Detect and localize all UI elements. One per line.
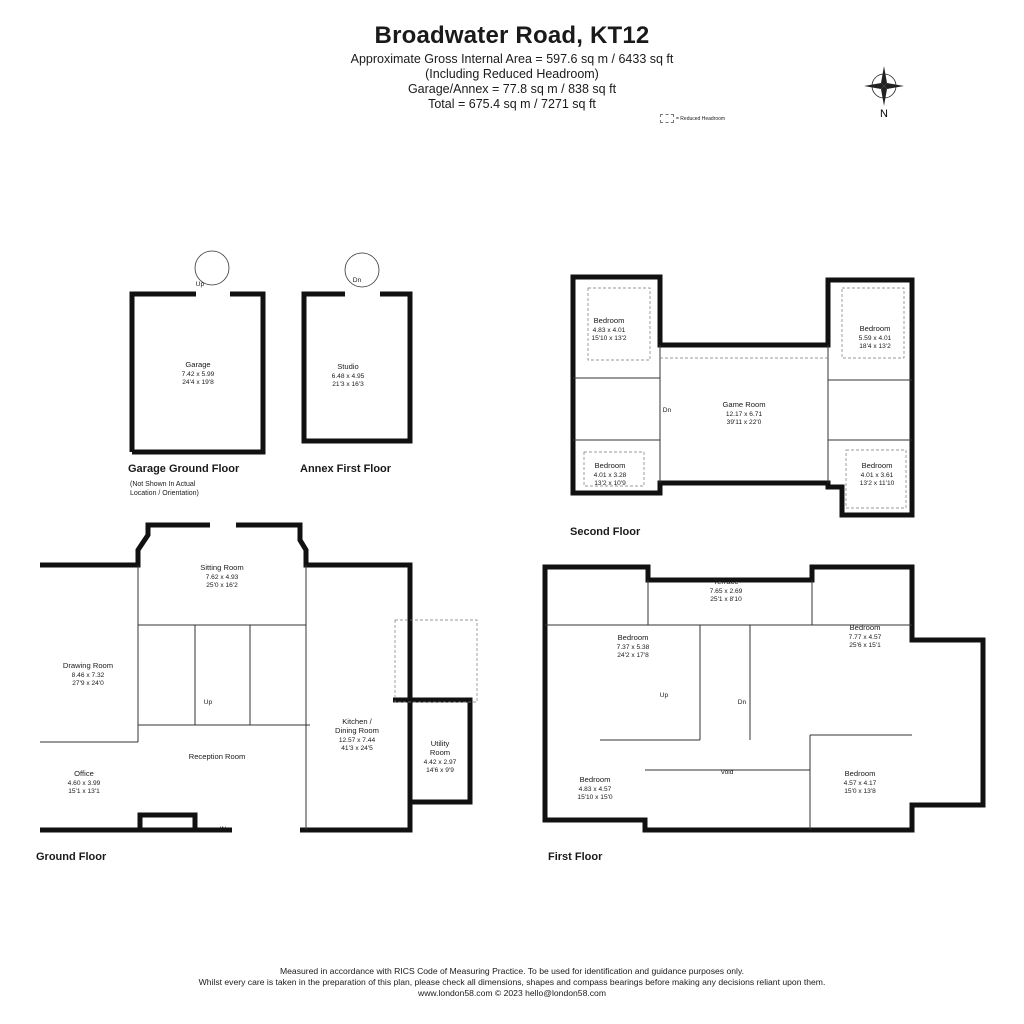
spiral-stairs-icon bbox=[194, 250, 380, 288]
room-dim-metric: 4.83 x 4.57 bbox=[579, 786, 612, 793]
room-dim-imperial: 15'0 x 13'8 bbox=[844, 788, 876, 795]
room-dim-metric: 4.42 x 2.97 bbox=[424, 759, 457, 766]
room-name: Utility bbox=[431, 739, 450, 748]
room-dim-metric: 6.48 x 4.95 bbox=[332, 373, 365, 380]
floor-label-annex: Annex First Floor bbox=[300, 463, 392, 475]
first-floor-walls bbox=[542, 564, 986, 833]
room-dim-metric: 7.62 x 4.93 bbox=[206, 574, 239, 581]
room-name: Game Room bbox=[722, 400, 765, 409]
north-label: N bbox=[880, 108, 888, 120]
void-label: Void bbox=[721, 769, 734, 776]
room-dim-metric: 7.65 x 2.69 bbox=[710, 588, 743, 595]
room-dim-imperial: 27'9 x 24'0 bbox=[72, 680, 104, 687]
room-dim-metric: 12.57 x 7.44 bbox=[339, 737, 376, 744]
room-dim-imperial: 25'1 x 8'10 bbox=[710, 596, 742, 603]
room-name: Bedroom bbox=[594, 316, 625, 325]
room-name: Bedroom bbox=[850, 623, 881, 632]
plan-title: Broadwater Road, KT12 bbox=[374, 22, 650, 49]
room-dim-imperial: 15'10 x 15'0 bbox=[577, 794, 612, 801]
room-name: Studio bbox=[337, 362, 359, 371]
room-name: Kitchen / bbox=[342, 717, 372, 726]
floor-label-ground: Ground Floor bbox=[36, 851, 107, 863]
room-dim-imperial: 14'6 x 9'9 bbox=[426, 767, 454, 774]
garage-annex-area: Garage/Annex = 77.8 sq m / 838 sq ft bbox=[407, 82, 617, 96]
garage-note-2: Location / Orientation) bbox=[130, 490, 199, 497]
ground-floor-walls bbox=[40, 522, 413, 833]
total-area: Total = 675.4 sq m / 7271 sq ft bbox=[428, 97, 596, 111]
room-name: Bedroom bbox=[860, 324, 891, 333]
room-dim-metric: 4.01 x 3.61 bbox=[861, 472, 894, 479]
stair-dn-label: Dn bbox=[353, 277, 362, 284]
room-name: Drawing Room bbox=[63, 661, 113, 670]
garage-note-1: (Not Shown In Actual bbox=[130, 481, 196, 488]
second-floor-walls bbox=[570, 274, 915, 518]
room-name: Bedroom bbox=[618, 633, 649, 642]
room-name: Bedroom bbox=[595, 461, 626, 470]
room-dim-metric: 4.83 x 4.01 bbox=[593, 327, 626, 334]
reduced-headroom-note: (Including Reduced Headroom) bbox=[425, 67, 599, 81]
entrance-label: IN bbox=[220, 826, 227, 833]
room-dim-metric: 12.17 x 6.71 bbox=[726, 411, 763, 418]
room-name: Bedroom bbox=[845, 769, 876, 778]
room-dim-metric: 5.59 x 4.01 bbox=[859, 335, 892, 342]
gross-area-line: Approximate Gross Internal Area = 597.6 … bbox=[350, 52, 674, 66]
room-dim-imperial: 41'3 x 24'5 bbox=[341, 745, 373, 752]
room-name: Dining Room bbox=[335, 726, 379, 735]
footer-disclaimer-1: Measured in accordance with RICS Code of… bbox=[279, 966, 744, 976]
room-dim-metric: 4.57 x 4.17 bbox=[844, 780, 877, 787]
room-dim-imperial: 25'6 x 15'1 bbox=[849, 642, 881, 649]
footer-contact: www.london58.com © 2023 hello@london58.c… bbox=[417, 988, 606, 998]
compass-icon: N bbox=[864, 66, 904, 120]
room-dim-imperial: 13'2 x 11'10 bbox=[860, 480, 895, 487]
room-dim-metric: 7.77 x 4.57 bbox=[849, 634, 882, 641]
room-name: Office bbox=[74, 769, 94, 778]
stair-up-label: Up bbox=[660, 692, 669, 699]
room-name: Room bbox=[430, 748, 450, 757]
room-dim-imperial: 24'2 x 17'8 bbox=[617, 652, 649, 659]
room-name: Garage bbox=[185, 360, 210, 369]
room-dim-imperial: 13'2 x 10'9 bbox=[594, 480, 626, 487]
room-name: Reception Room bbox=[189, 752, 246, 761]
room-dim-metric: 4.60 x 3.99 bbox=[68, 780, 101, 787]
annex-walls bbox=[301, 291, 413, 444]
room-name: Terrace bbox=[713, 577, 738, 586]
room-dim-imperial: 25'0 x 16'2 bbox=[206, 582, 238, 589]
room-dim-metric: 4.01 x 3.28 bbox=[594, 472, 627, 479]
legend-label: = Reduced Headroom bbox=[676, 115, 726, 122]
utility-walls bbox=[393, 697, 473, 805]
room-dim-metric: 7.42 x 5.99 bbox=[182, 371, 215, 378]
room-name: Sitting Room bbox=[200, 563, 243, 572]
stair-up-label: Up bbox=[196, 281, 205, 288]
garage-walls bbox=[132, 291, 266, 455]
stair-dn-label: Dn bbox=[738, 699, 747, 706]
room-dim-imperial: 15'10 x 13'2 bbox=[591, 335, 626, 342]
room-dim-imperial: 39'11 x 22'0 bbox=[727, 419, 762, 426]
floor-label-second: Second Floor bbox=[570, 526, 641, 538]
room-name: Bedroom bbox=[862, 461, 893, 470]
room-dim-metric: 7.37 x 5.38 bbox=[617, 644, 650, 651]
stair-dn-label: Dn bbox=[663, 407, 672, 414]
floor-label-first: First Floor bbox=[548, 851, 603, 863]
garage-walls-left bbox=[129, 291, 196, 452]
reduced-headroom-swatch bbox=[660, 114, 674, 123]
room-dim-imperial: 24'4 x 19'8 bbox=[182, 379, 214, 386]
room-dim-metric: 8.46 x 7.32 bbox=[72, 672, 105, 679]
stair-up-label: Up bbox=[204, 699, 213, 706]
legend: = Reduced Headroom bbox=[660, 114, 725, 123]
room-name: Bedroom bbox=[580, 775, 611, 784]
floor-label-garage: Garage Ground Floor bbox=[128, 463, 240, 475]
room-dim-imperial: 18'4 x 13'2 bbox=[859, 343, 891, 350]
footer-disclaimer-2: Whilst every care is taken in the prepar… bbox=[198, 977, 826, 987]
room-dim-imperial: 15'1 x 13'1 bbox=[68, 788, 100, 795]
room-dim-imperial: 21'3 x 16'3 bbox=[332, 381, 364, 388]
